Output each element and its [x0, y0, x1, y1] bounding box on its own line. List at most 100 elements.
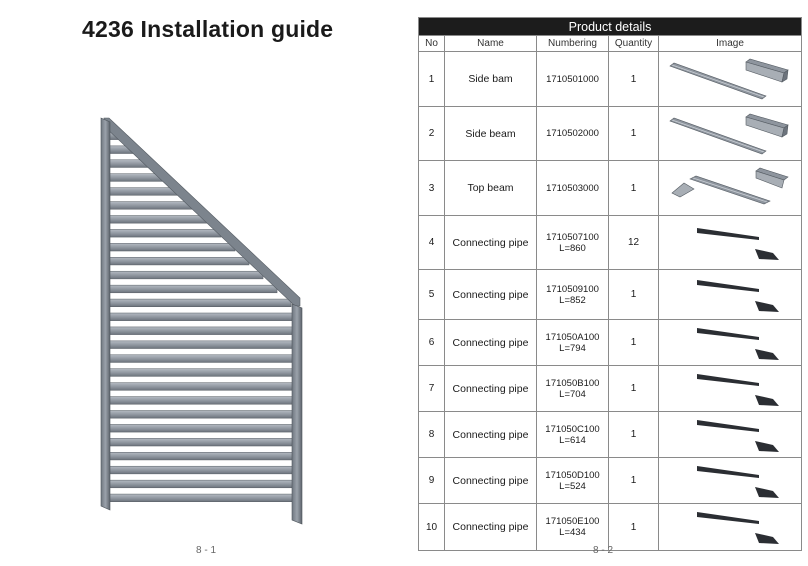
- fence-slat: [108, 354, 295, 363]
- part-number: 171050A100: [545, 331, 600, 343]
- part-number: 1710507100: [546, 231, 599, 243]
- part-quantity: 1: [608, 411, 659, 458]
- side-beam-icon: [669, 113, 789, 154]
- part-name: Side beam: [444, 106, 537, 161]
- fence-slat: [108, 243, 236, 252]
- page-number: 8 - 2: [593, 545, 614, 556]
- part-quantity: 12: [608, 215, 659, 270]
- fence-slat: [108, 326, 295, 335]
- page-number: 8 - 1: [196, 545, 217, 556]
- fence-slat: [108, 229, 222, 238]
- part-image: [657, 503, 803, 551]
- fence-slat: [108, 493, 295, 502]
- fence-slat: [108, 368, 295, 377]
- row-number: 8: [418, 411, 445, 458]
- part-name: Connecting pipe: [444, 269, 537, 320]
- fence-slat: [108, 284, 278, 294]
- part-length: L=852: [559, 294, 586, 306]
- connecting-pipe-icon: [697, 327, 779, 360]
- part-number: 1710509100: [546, 283, 599, 295]
- right-page: Product details No Name Numbering Quanti…: [404, 0, 808, 566]
- left-page: 4236 Installation guide 8 - 1: [82, 16, 333, 556]
- fence-slat: [108, 438, 295, 447]
- product-details-table: Product details No Name Numbering Quanti…: [417, 17, 803, 551]
- part-number: 171050C100: [545, 423, 600, 435]
- part-name: Connecting pipe: [444, 503, 537, 551]
- connecting-pipe-icon: [697, 512, 779, 544]
- part-image: [657, 269, 803, 320]
- fence-panel-illustration: [100, 117, 303, 525]
- connecting-pipe-icon: [697, 419, 779, 452]
- part-quantity: 1: [608, 503, 659, 551]
- part-name: Side bam: [444, 51, 537, 107]
- row-number: 1: [418, 51, 445, 107]
- part-number: 1710502000: [546, 128, 599, 139]
- side-beam-icon: [669, 58, 789, 100]
- fence-slat: [108, 382, 295, 391]
- part-name: Connecting pipe: [444, 457, 537, 504]
- row-number: 5: [418, 269, 445, 320]
- fence-slat: [108, 270, 264, 280]
- part-length: L=614: [559, 434, 586, 446]
- part-number: 171050D100: [545, 469, 600, 481]
- fence-slats: [108, 131, 295, 502]
- column-header-image: Image: [657, 35, 803, 52]
- part-quantity: 1: [608, 457, 659, 504]
- part-length: L=524: [559, 480, 586, 492]
- connecting-pipe-icon: [697, 279, 779, 312]
- fence-slat: [108, 465, 295, 475]
- part-image: [657, 457, 803, 504]
- part-length: L=434: [559, 527, 586, 538]
- part-length: L=794: [559, 342, 586, 354]
- part-numbering: 1710503000: [536, 160, 609, 216]
- right-post: [291, 303, 303, 525]
- fence-slat: [108, 187, 180, 196]
- fence-slat: [108, 298, 292, 307]
- column-header-quantity: Quantity: [608, 35, 659, 52]
- part-image: [657, 411, 803, 458]
- part-length: L=860: [559, 242, 586, 254]
- fence-slat: [108, 452, 295, 461]
- part-name: Top beam: [444, 160, 537, 216]
- fence-slat: [108, 424, 295, 433]
- row-number: 2: [418, 106, 445, 161]
- part-name: Connecting pipe: [444, 215, 537, 270]
- row-number: 3: [418, 160, 445, 216]
- fence-slat: [108, 257, 250, 266]
- fence-slat: [108, 215, 208, 224]
- part-name: Connecting pipe: [444, 319, 537, 366]
- row-number: 4: [418, 215, 445, 270]
- column-header-row: No Name Numbering Quantity Image: [418, 35, 803, 52]
- connecting-pipe-icon: [697, 465, 779, 498]
- part-numbering: 1710502000: [536, 106, 609, 161]
- part-image: [657, 215, 803, 270]
- part-quantity: 1: [608, 106, 659, 161]
- fence-slat: [108, 312, 295, 321]
- part-quantity: 1: [608, 51, 659, 107]
- part-image: [657, 106, 803, 161]
- part-number: 1710503000: [546, 182, 599, 194]
- row-number: 10: [418, 503, 445, 551]
- table-heading: Product details: [417, 17, 803, 36]
- part-image: [657, 51, 803, 107]
- part-quantity: 1: [608, 365, 659, 412]
- column-header-no: No: [418, 35, 445, 52]
- part-number: 1710501000: [546, 73, 599, 85]
- fence-slat: [108, 340, 295, 349]
- connecting-pipe-icon: [697, 373, 779, 406]
